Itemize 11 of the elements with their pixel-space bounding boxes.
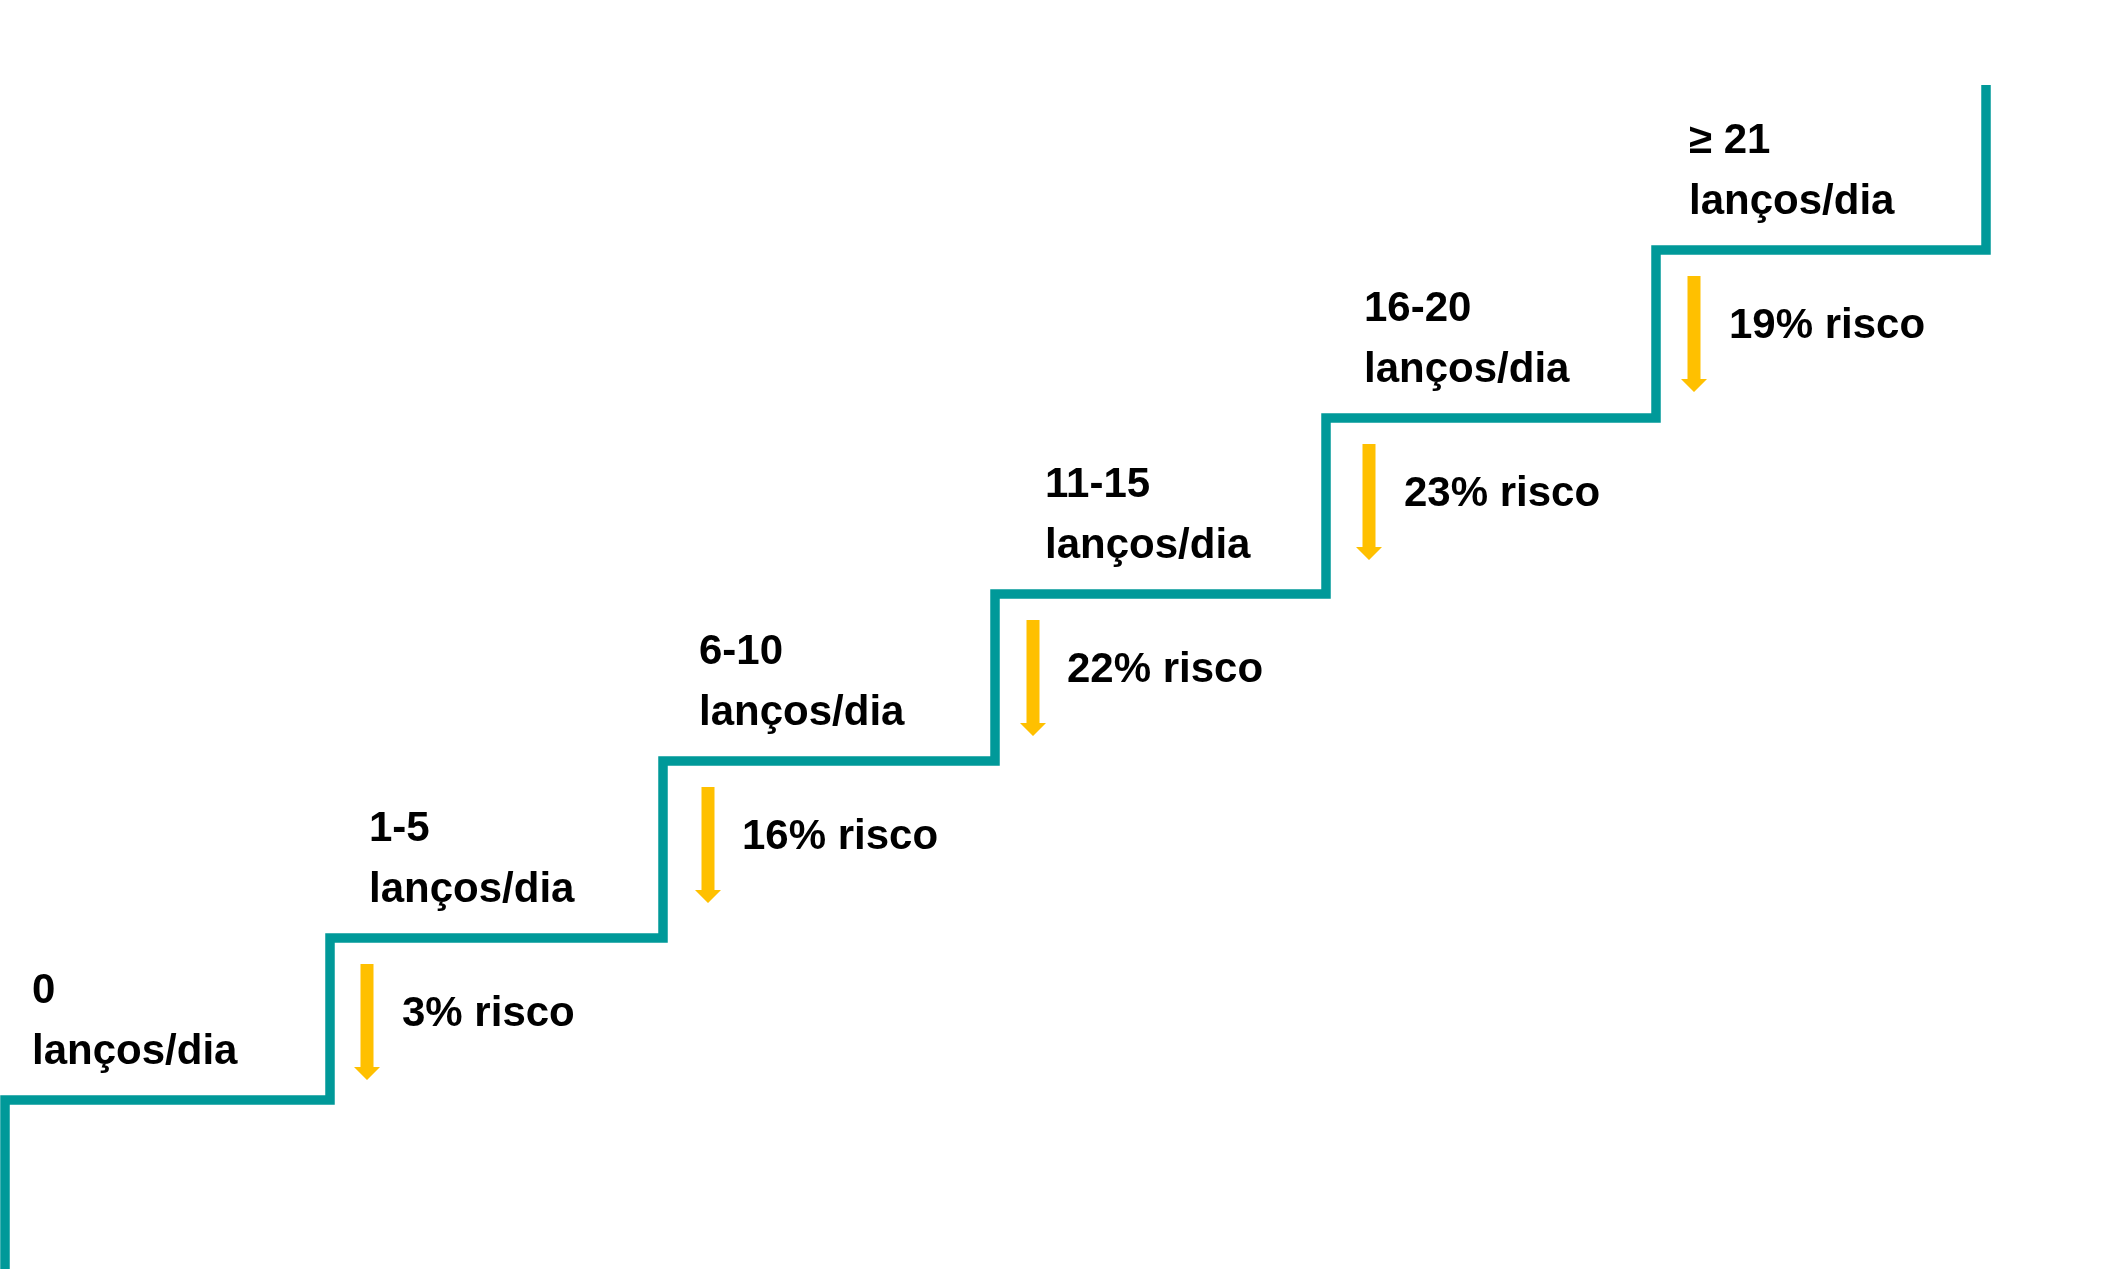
step-label: 11-15 lanços/dia xyxy=(1045,458,1252,569)
risk-label: 3% risco xyxy=(402,987,575,1037)
risk-label: 19% risco xyxy=(1729,299,1926,349)
step-label: ≥ 21 lanços/dia xyxy=(1689,114,1896,225)
risk-label: 22% risco xyxy=(1067,643,1264,693)
step-label: 6-10 lanços/dia xyxy=(699,625,906,736)
step-label: 0 lanços/dia xyxy=(32,964,239,1075)
step-label: 1-5 lanços/dia xyxy=(369,802,576,913)
step-label: 16-20 lanços/dia xyxy=(1364,282,1571,393)
risk-label: 16% risco xyxy=(742,810,939,860)
risk-label: 23% risco xyxy=(1404,467,1601,517)
